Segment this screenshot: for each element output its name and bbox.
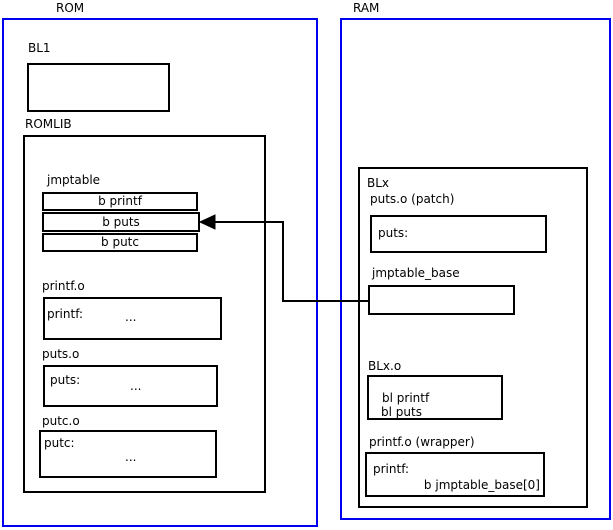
printf-wrapper-branch: b jmptable_base[0]	[423, 478, 540, 492]
printf-wrapper-label: printf.o (wrapper)	[369, 435, 475, 449]
putc-o-symbol: putc:	[44, 436, 75, 450]
puts-o-ellipsis: ...	[130, 379, 142, 393]
puts-patch-symbol: puts:	[378, 226, 409, 240]
printf-wrapper-box: printf: b jmptable_base[0]	[365, 452, 545, 497]
jmptable-base-label: jmptable_base	[372, 266, 460, 280]
blx-label: BLx	[367, 176, 390, 190]
blx-box	[358, 167, 588, 508]
jmptable-base-box	[368, 285, 515, 315]
puts-o-label: puts.o	[42, 347, 80, 361]
puts-patch-label: puts.o (patch)	[370, 192, 455, 206]
jmptable-row-printf: b printf	[42, 192, 198, 211]
bl1-box	[27, 63, 170, 112]
romlib-label: ROMLIB	[25, 117, 72, 131]
printf-o-symbol: printf:	[47, 307, 84, 321]
puts-patch-box: puts:	[370, 215, 547, 253]
blx-o-line-puts: bl puts	[381, 405, 422, 419]
romlib-box	[23, 135, 266, 493]
putc-o-ellipsis: ...	[125, 450, 137, 464]
blx-o-label: BLx.o	[368, 359, 402, 373]
jmptable-row-puts: b puts	[42, 212, 200, 232]
jmptable-label: jmptable	[47, 173, 101, 187]
rom-label: ROM	[56, 1, 85, 15]
printf-o-box: printf: ...	[43, 297, 222, 340]
blx-o-box: bl printf bl puts	[367, 375, 503, 420]
bl1-label: BL1	[28, 41, 51, 55]
blx-o-line-printf: bl printf	[382, 391, 430, 405]
printf-o-ellipsis: ...	[125, 310, 137, 324]
ram-label: RAM	[353, 1, 380, 15]
putc-o-label: putc.o	[42, 414, 80, 428]
puts-o-box: puts: ...	[43, 365, 218, 407]
printf-wrapper-symbol: printf:	[373, 462, 410, 476]
jmptable-row-putc: b putc	[42, 233, 198, 252]
putc-o-box: putc: ...	[39, 430, 217, 478]
printf-o-label: printf.o	[42, 279, 85, 293]
puts-o-symbol: puts:	[50, 373, 81, 387]
